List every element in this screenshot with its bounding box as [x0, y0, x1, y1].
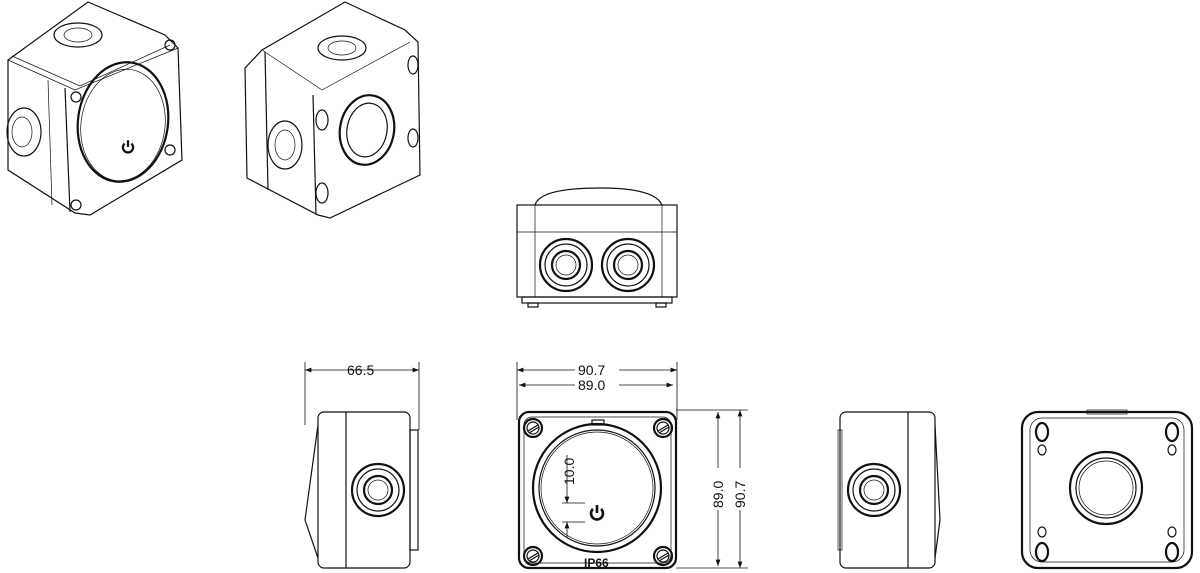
dimension-depth: 66.5 — [347, 362, 374, 378]
cable-gland — [846, 462, 902, 518]
cable-gland — [538, 237, 594, 293]
dimension-button-offset: 10.0 — [561, 458, 577, 485]
cable-gland — [600, 237, 656, 293]
isometric-view-front — [6, 1, 183, 216]
dimension-height-inner: 89.0 — [710, 481, 726, 508]
front-view: 90.7 89.0 IP66 10.0 89.0 90.7 — [516, 362, 748, 570]
dimension-width-inner: 89.0 — [578, 377, 605, 393]
screw — [652, 417, 674, 439]
ip-rating-label: IP66 — [584, 556, 609, 570]
dimension-height-outer: 90.7 — [732, 481, 748, 508]
power-icon — [589, 503, 605, 521]
cable-gland — [350, 462, 406, 518]
left-side-view: 66.5 — [304, 362, 420, 569]
dimension-width-outer: 90.7 — [578, 362, 605, 378]
screw — [652, 545, 674, 567]
screw — [522, 545, 544, 567]
back-view — [1020, 409, 1194, 570]
isometric-view-rear — [244, 1, 421, 219]
power-icon — [121, 139, 135, 154]
top-view — [516, 187, 678, 308]
screw — [522, 417, 544, 439]
right-side-view — [837, 411, 941, 569]
